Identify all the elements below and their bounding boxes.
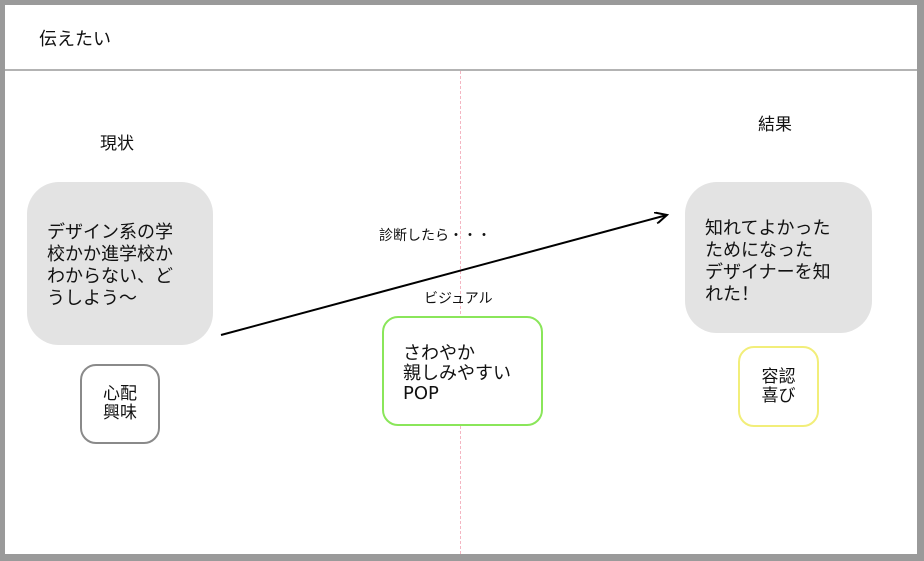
right-feeling-tag: 容認 喜び — [738, 346, 819, 427]
header-title: 伝えたい — [39, 29, 111, 50]
diagram-canvas: 伝えたい 現状 デザイン系の学 校かか進学校か わからない、ど うしよう～ 心配… — [5, 5, 917, 554]
visual-box: さわやか 親しみやすい POP — [382, 316, 543, 426]
progress-arrow — [220, 5, 917, 336]
arrow-line — [220, 215, 667, 336]
left-heading: 現状 — [100, 134, 134, 154]
header-bar: 伝えたい — [5, 5, 917, 71]
left-feeling-text: 心配 興味 — [103, 384, 137, 423]
right-feeling-text: 容認 喜び — [761, 366, 796, 406]
center-divider — [460, 71, 461, 554]
right-bubble: 知れてよかった ためになった デザイナーを知 れた！ — [685, 182, 872, 333]
left-bubble-text: デザイン系の学 校かか進学校か わからない、ど うしよう～ — [47, 222, 173, 309]
arrow-label: 診断したら・・・ — [379, 228, 491, 244]
right-heading: 結果 — [758, 115, 792, 135]
visual-label: ビジュアル — [424, 291, 493, 307]
visual-box-text: さわやか 親しみやすい POP — [403, 343, 511, 404]
left-bubble: デザイン系の学 校かか進学校か わからない、ど うしよう～ — [27, 182, 213, 345]
right-bubble-text: 知れてよかった ためになった デザイナーを知 れた！ — [705, 218, 831, 305]
left-feeling-tag: 心配 興味 — [80, 364, 160, 444]
